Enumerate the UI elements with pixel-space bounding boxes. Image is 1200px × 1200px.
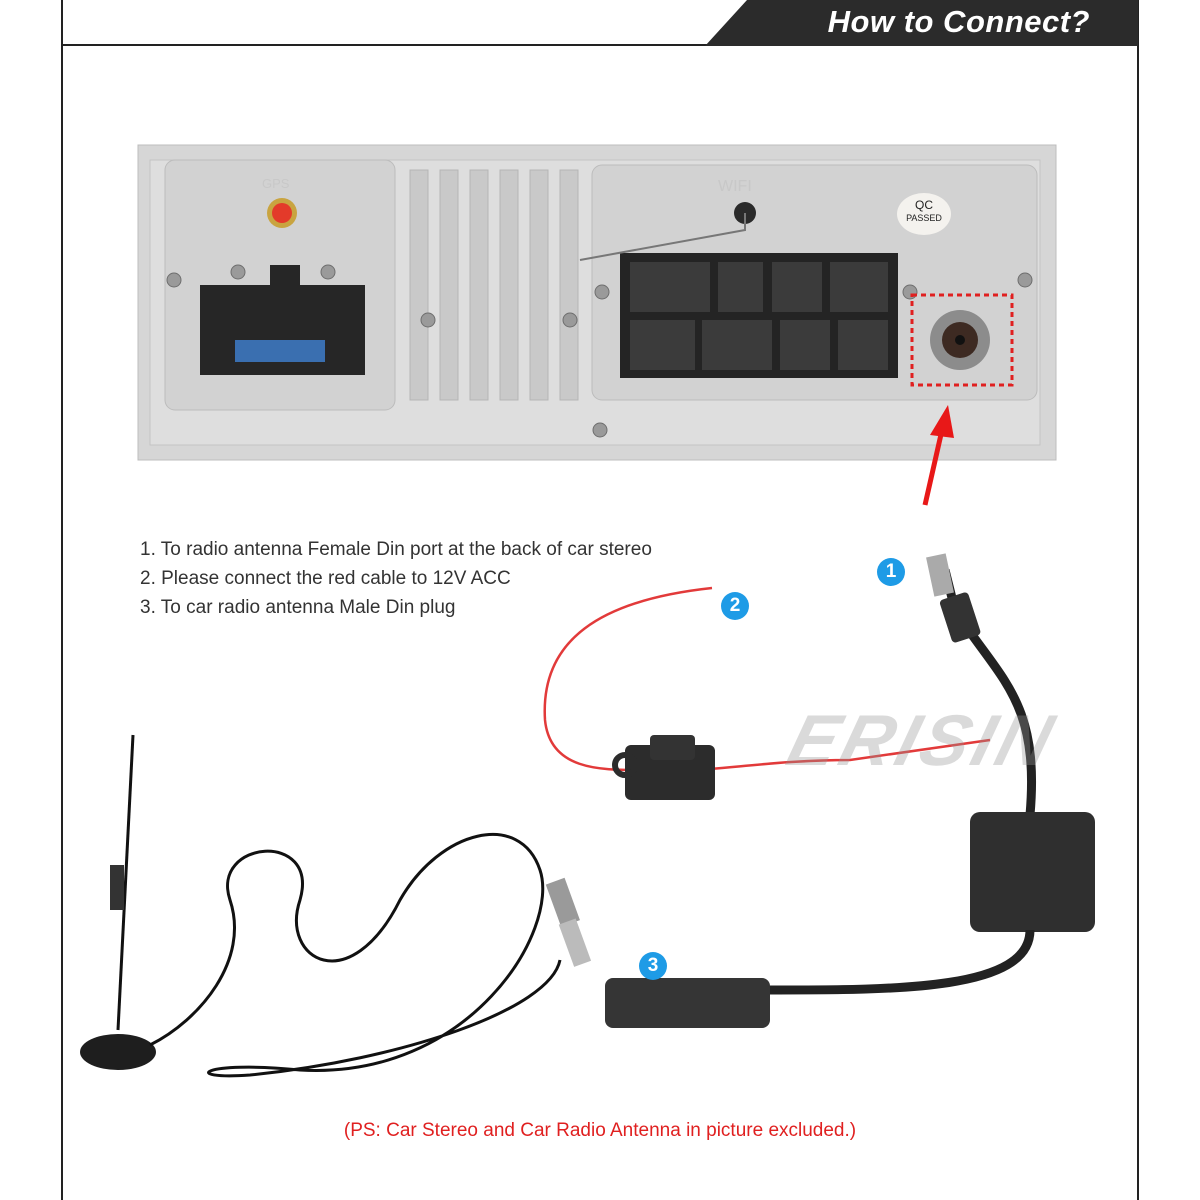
connection-steps: 1. To radio antenna Female Din port at t… <box>140 535 652 622</box>
badge-2: 2 <box>721 592 749 620</box>
frame-top-border <box>61 44 721 46</box>
badge-1: 1 <box>877 558 905 586</box>
frame-left-border <box>61 0 63 1200</box>
female-din-socket-3 <box>605 978 770 1028</box>
fuse-holder <box>612 735 715 800</box>
gps-label: GPS <box>262 176 290 191</box>
qc-passed-sticker: QC PASSED <box>897 193 951 235</box>
exclusion-note: (PS: Car Stereo and Car Radio Antenna in… <box>343 1120 857 1141</box>
red-arrow-icon <box>922 405 954 506</box>
watermark: ERISIN <box>779 701 1065 781</box>
qc-label: QC <box>915 198 933 212</box>
qc-sub-label: PASSED <box>906 213 942 223</box>
antenna-amplifier-box <box>970 812 1095 932</box>
step-2: 2. Please connect the red cable to 12V A… <box>140 568 511 589</box>
frame-right-border <box>1137 0 1139 1200</box>
step-1: 1. To radio antenna Female Din port at t… <box>140 539 652 560</box>
wifi-label: WIFI <box>718 178 752 195</box>
badge-3: 3 <box>639 952 667 980</box>
male-din-plug-1 <box>926 553 954 597</box>
car-radio-antenna <box>80 734 592 1078</box>
header-banner: How to Connect? <box>705 0 1138 46</box>
highlight-box <box>910 293 1014 387</box>
car-stereo-back-panel <box>137 144 1057 461</box>
red-acc-cable <box>543 586 991 773</box>
header-title: How to Connect? <box>827 4 1090 39</box>
step-3: 3. To car radio antenna Male Din plug <box>140 597 456 618</box>
